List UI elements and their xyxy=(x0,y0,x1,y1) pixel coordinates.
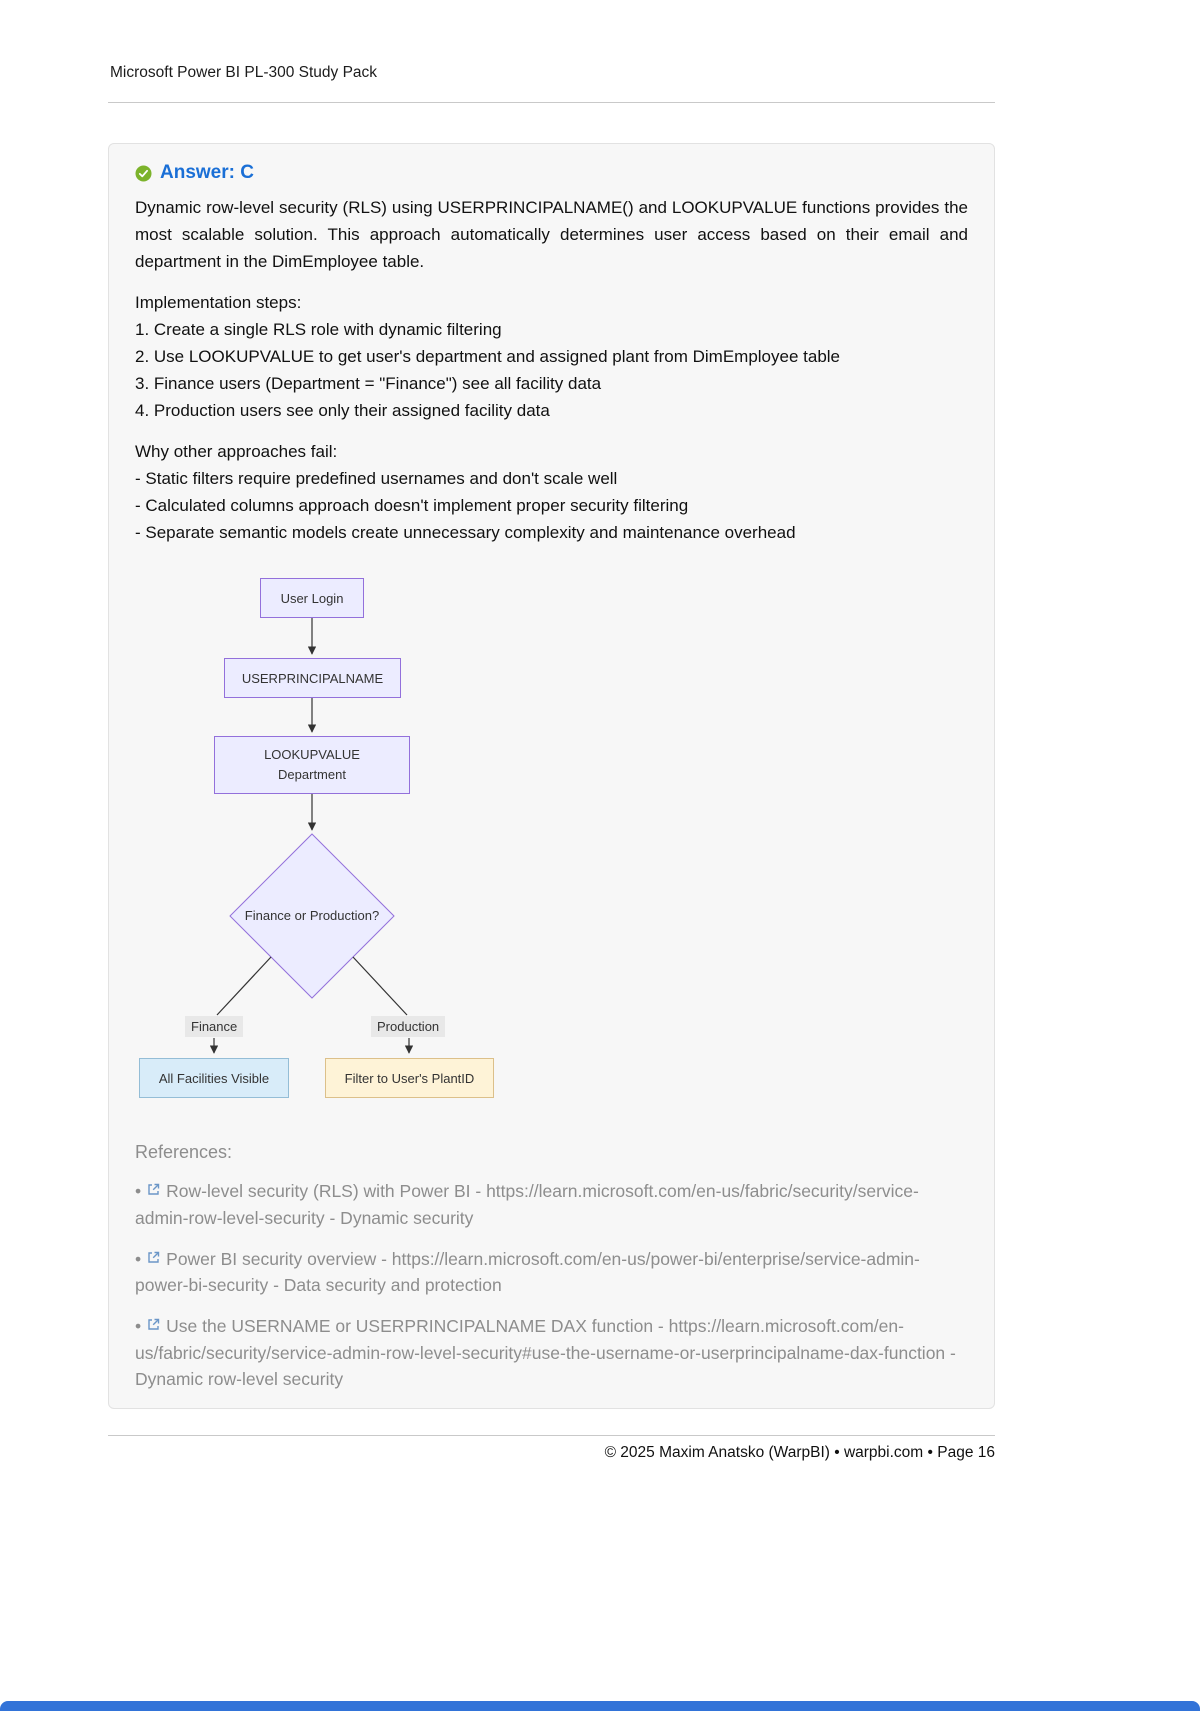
why-item: - Calculated columns approach doesn't im… xyxy=(135,495,689,515)
reference-link[interactable]: Use the USERNAME or USERPRINCIPALNAME DA… xyxy=(135,1316,956,1389)
doc-footer: © 2025 Maxim Anatsko (WarpBI) • warpbi.c… xyxy=(604,1444,995,1461)
answer-label: Answer: C xyxy=(160,162,254,183)
flow-node-lookupvalue: LOOKUPVALUE Department xyxy=(214,736,410,795)
answer-box: Answer: C Dynamic row-level security (RL… xyxy=(108,143,995,1409)
bullet: • xyxy=(135,1181,142,1202)
references-section: References: •Row-level security (RLS) wi… xyxy=(135,1142,968,1392)
implementation-heading: Implementation steps: xyxy=(135,292,302,312)
next-page-edge xyxy=(0,1701,1200,1711)
external-link-icon xyxy=(147,1245,160,1271)
header-divider xyxy=(108,102,995,103)
why-heading: Why other approaches fail: xyxy=(135,441,338,461)
implementation-step: 4. Production users see only their assig… xyxy=(135,401,550,421)
answer-explanation: Dynamic row-level security (RLS) using U… xyxy=(135,198,968,272)
flow-node-userprincipalname: USERPRINCIPALNAME xyxy=(224,658,401,699)
footer-divider xyxy=(108,1435,995,1436)
reference-link[interactable]: Row-level security (RLS) with Power BI -… xyxy=(135,1181,919,1228)
reference-item: •Row-level security (RLS) with Power BI … xyxy=(135,1178,968,1231)
reference-item: •Use the USERNAME or USERPRINCIPALNAME D… xyxy=(135,1313,968,1392)
external-link-icon xyxy=(147,1312,160,1338)
external-link-icon xyxy=(147,1177,160,1203)
flow-node-user-login: User Login xyxy=(260,578,364,619)
reference-item: •Power BI security overview - https://le… xyxy=(135,1246,968,1299)
check-circle-icon xyxy=(135,165,152,182)
lookupvalue-line1: LOOKUPVALUE xyxy=(264,747,360,763)
flow-node-filter-plantid: Filter to User's PlantID xyxy=(325,1058,494,1099)
implementation-step: 1. Create a single RLS role with dynamic… xyxy=(135,319,502,339)
flow-decision-label: Finance or Production? xyxy=(244,908,380,924)
reference-link[interactable]: Power BI security overview - https://lea… xyxy=(135,1248,920,1295)
why-item: - Static filters require predefined user… xyxy=(135,468,618,488)
doc-header-title: Microsoft Power BI PL-300 Study Pack xyxy=(110,64,378,81)
answer-heading: Answer: C xyxy=(135,161,968,185)
lookupvalue-line2: Department xyxy=(278,767,346,783)
bullet: • xyxy=(135,1248,142,1269)
implementation-step: 3. Finance users (Department = "Finance"… xyxy=(135,374,602,394)
rls-flowchart: User Login USERPRINCIPALNAME LOOKUPVALUE… xyxy=(139,574,699,1102)
why-items-list: - Static filters require predefined user… xyxy=(135,465,968,547)
flow-node-all-facilities: All Facilities Visible xyxy=(139,1058,289,1099)
edge-label-finance: Finance xyxy=(185,1016,244,1038)
implementation-steps-list: 1. Create a single RLS role with dynamic… xyxy=(135,316,968,425)
why-item: - Separate semantic models create unnece… xyxy=(135,523,796,543)
flowchart-edges xyxy=(209,618,414,1055)
edge-label-production: Production xyxy=(371,1016,446,1038)
implementation-step: 2. Use LOOKUPVALUE to get user's departm… xyxy=(135,346,841,366)
references-heading: References: xyxy=(135,1142,233,1163)
bullet: • xyxy=(135,1316,142,1337)
